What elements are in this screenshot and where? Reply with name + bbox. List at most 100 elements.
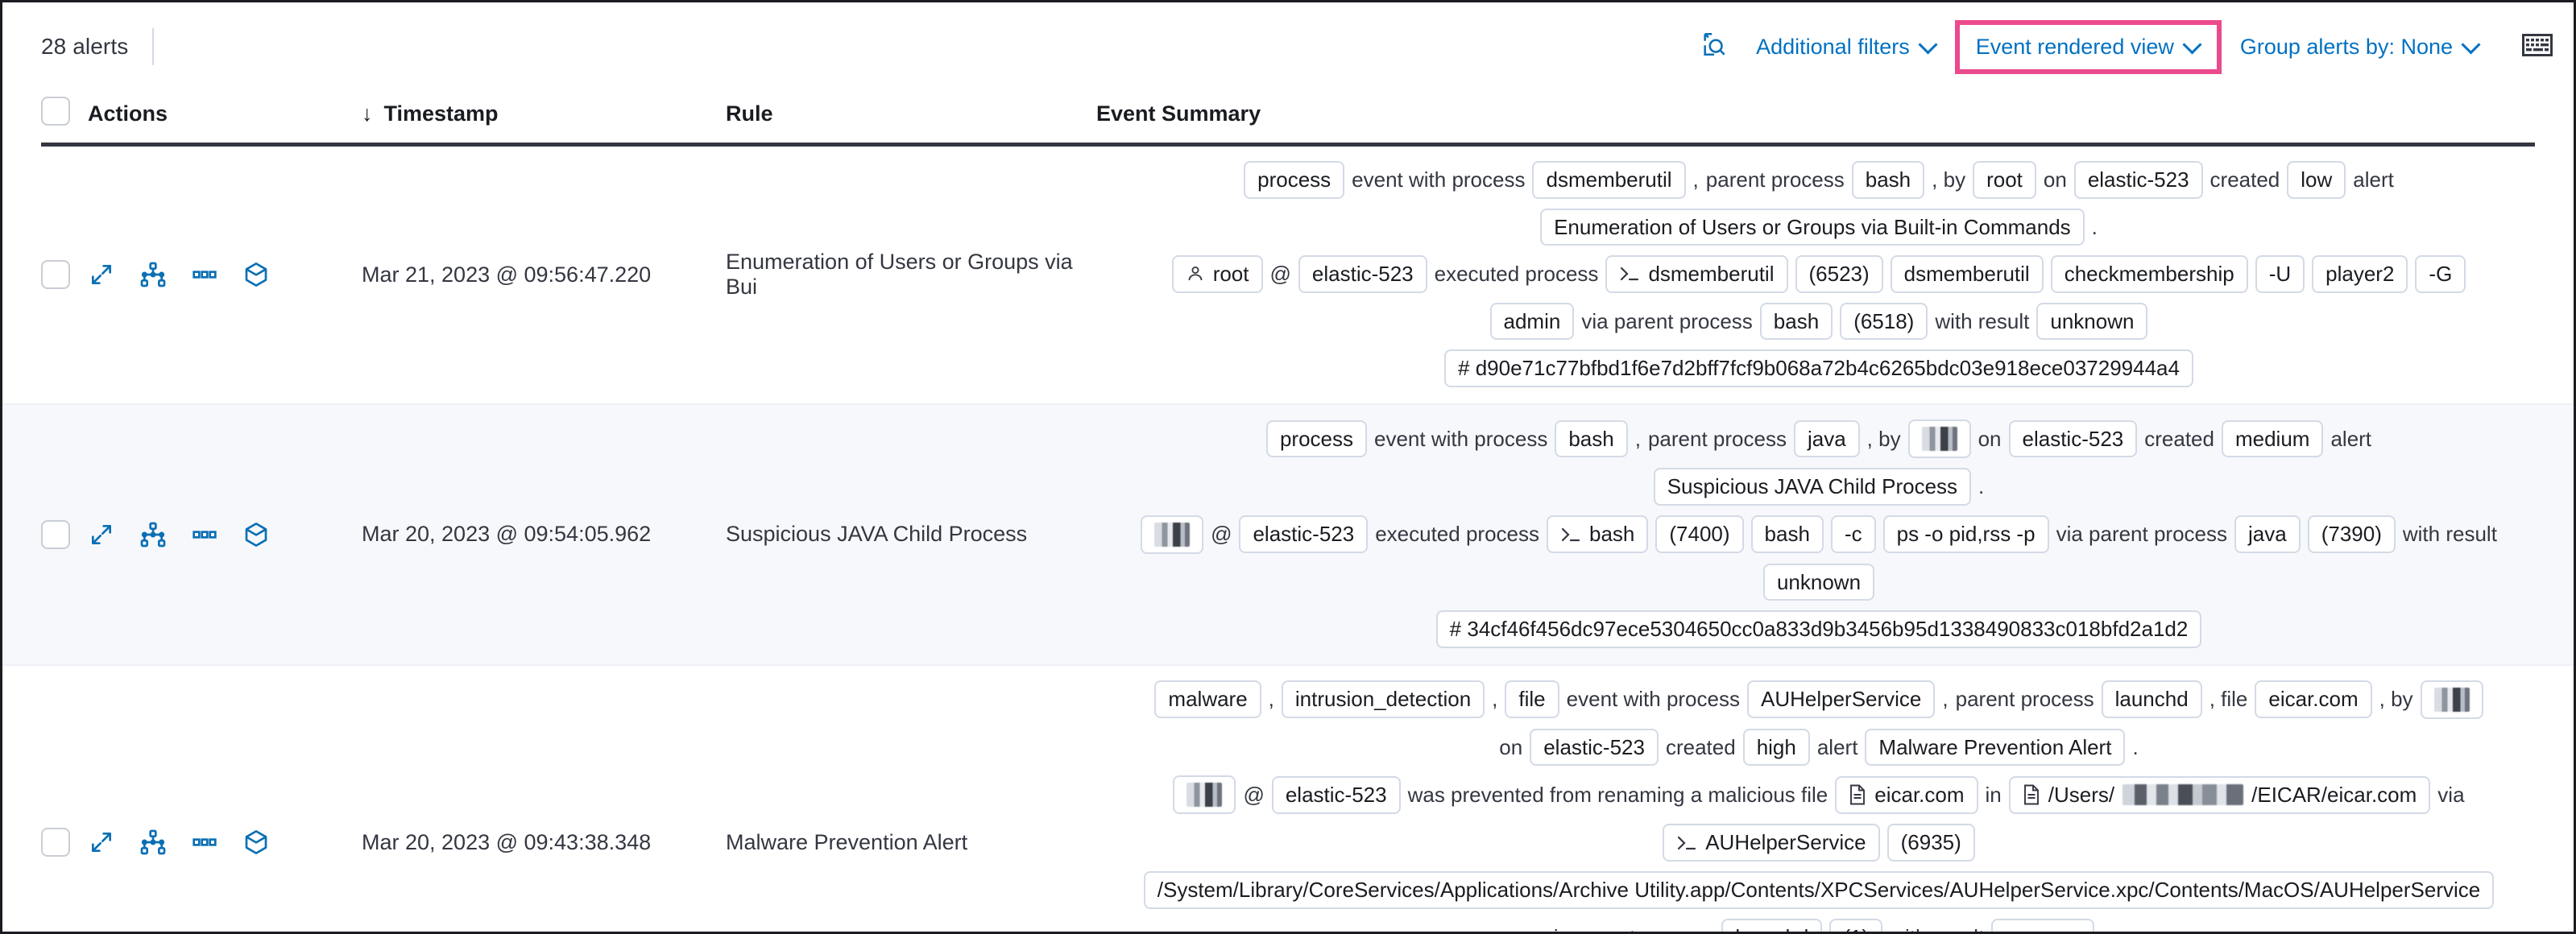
summary-chip[interactable]: success — [1991, 918, 2095, 932]
summary-chip[interactable]: low — [2287, 161, 2346, 199]
summary-chip[interactable]: unknown — [2036, 302, 2148, 341]
column-header-actions[interactable]: Actions — [88, 101, 168, 126]
summary-chip[interactable]: (6518) — [1840, 302, 1928, 341]
summary-chip[interactable]: high — [1742, 728, 1810, 767]
summary-chip[interactable]: Suspicious JAVA Child Process — [1653, 467, 1972, 506]
summary-chip[interactable]: medium — [2221, 419, 2324, 458]
summary-chip[interactable]: elastic-523 — [2073, 161, 2203, 199]
summary-chip[interactable]: elastic-523 — [2008, 419, 2138, 458]
summary-chip[interactable]: root — [1973, 161, 2036, 199]
summary-chip[interactable]: -U — [2255, 255, 2305, 293]
summary-chip-redacted-user[interactable] — [2420, 680, 2483, 719]
column-header-timestamp[interactable]: ↓ Timestamp — [362, 101, 726, 126]
summary-chip[interactable]: unknown — [1762, 563, 1875, 601]
summary-chip[interactable]: launchd — [2101, 680, 2202, 719]
expand-icon[interactable] — [88, 261, 115, 288]
summary-chip[interactable]: checkmembership — [2050, 255, 2248, 293]
expand-icon[interactable] — [88, 829, 115, 856]
more-actions-icon[interactable] — [191, 261, 218, 288]
summary-chip-file[interactable]: eicar.com — [1835, 776, 1978, 814]
summary-text: created — [2144, 426, 2214, 451]
summary-chip[interactable]: dsmemberutil — [1532, 161, 1686, 199]
column-header-rule[interactable]: Rule — [726, 101, 773, 126]
row-rule-name[interactable]: Malware Prevention Alert — [726, 829, 968, 854]
summary-chip[interactable]: (1) — [1829, 918, 1883, 932]
additional-filters-button[interactable]: Additional filters — [1742, 23, 1950, 71]
summary-chip[interactable]: file — [1505, 680, 1559, 719]
summary-chip-process[interactable]: dsmemberutil — [1605, 255, 1788, 293]
summary-chip[interactable]: intrusion_detection — [1281, 680, 1485, 719]
summary-chip[interactable]: ps -o pid,rss -p — [1882, 515, 2049, 553]
summary-chip-redacted-user[interactable] — [1173, 775, 1236, 815]
summary-chip[interactable]: elastic-523 — [1530, 728, 1659, 767]
event-rendered-view-button[interactable]: Event rendered view — [1973, 35, 2204, 60]
more-actions-icon[interactable] — [191, 829, 218, 856]
summary-chip-file-path[interactable]: /Users//EICAR/eicar.com — [2008, 776, 2431, 814]
summary-chip[interactable]: (6935) — [1886, 824, 1975, 862]
summary-chip[interactable]: player2 — [2312, 255, 2408, 293]
summary-chip[interactable]: elastic-523 — [1298, 255, 1427, 293]
summary-text: alert — [2353, 167, 2394, 192]
inspect-query-button[interactable] — [1692, 23, 1742, 72]
summary-chip[interactable]: launchd — [1721, 918, 1823, 932]
summary-chip-hash[interactable]: # d90e71c77bfbd1f6e7d2bff7fcf9b068a72b4c… — [1444, 349, 2193, 387]
expand-icon[interactable] — [88, 521, 115, 548]
session-view-icon[interactable] — [242, 521, 270, 548]
session-view-icon[interactable] — [242, 261, 270, 288]
row-rule-name[interactable]: Suspicious JAVA Child Process — [726, 522, 1028, 547]
summary-chip[interactable]: malware — [1154, 680, 1261, 719]
summary-chip[interactable]: (7390) — [2307, 515, 2396, 553]
analyzer-icon[interactable] — [139, 521, 167, 548]
summary-chip[interactable]: process — [1265, 419, 1368, 458]
analyzer-icon[interactable] — [139, 261, 167, 288]
summary-chip[interactable]: (6523) — [1795, 255, 1883, 293]
column-header-event-summary[interactable]: Event Summary — [1096, 101, 1261, 126]
summary-chip-user[interactable]: root — [1171, 255, 1263, 293]
summary-chip[interactable]: process — [1244, 161, 1345, 199]
summary-chip[interactable]: java — [2234, 515, 2301, 553]
session-view-icon[interactable] — [242, 829, 270, 856]
summary-chip[interactable]: dsmemberutil — [1890, 255, 2044, 293]
summary-chip-redacted-user[interactable] — [1907, 419, 1971, 458]
more-actions-icon[interactable] — [191, 521, 218, 548]
summary-chip[interactable]: bash — [1555, 419, 1628, 458]
analyzer-icon[interactable] — [139, 829, 167, 856]
summary-chip[interactable]: Enumeration of Users or Groups via Built… — [1540, 208, 2085, 246]
row-select-checkbox[interactable] — [41, 519, 70, 549]
keyboard-shortcuts-button[interactable] — [2522, 33, 2553, 61]
redacted-value — [2433, 687, 2470, 712]
table-row[interactable]: Mar 21, 2023 @ 09:56:47.220 Enumeration o… — [2, 147, 2574, 405]
summary-chip[interactable]: admin — [1489, 302, 1575, 341]
summary-chip[interactable]: eicar.com — [2255, 680, 2372, 719]
summary-chip[interactable]: elastic-523 — [1239, 515, 1369, 553]
summary-chip-redacted-user[interactable] — [1141, 515, 1204, 554]
summary-chip-hash[interactable]: # 34cf46f456dc97ece5304650cc0a833d9b3456… — [1435, 610, 2202, 648]
summary-chip[interactable]: elastic-523 — [1271, 776, 1401, 814]
summary-chip[interactable]: Malware Prevention Alert — [1865, 728, 2126, 767]
summary-chip[interactable]: bash — [1851, 161, 1925, 199]
summary-chip-process[interactable]: bash — [1547, 515, 1649, 553]
summary-line: AUHelperService(6935) — [1096, 824, 2541, 862]
summary-chip[interactable]: /System/Library/CoreServices/Application… — [1143, 870, 2495, 909]
row-actions-cell — [88, 521, 362, 548]
row-rule-name[interactable]: Enumeration of Users or Groups via Bui — [726, 250, 1073, 300]
summary-text: via parent process — [1581, 308, 1753, 333]
summary-text: on — [1978, 426, 2002, 451]
row-select-checkbox[interactable] — [41, 260, 70, 290]
row-actions-cell — [88, 261, 362, 288]
redacted-value — [1187, 783, 1223, 808]
group-alerts-by-button[interactable]: Group alerts by: None — [2226, 23, 2493, 71]
summary-chip[interactable]: java — [1793, 419, 1860, 458]
summary-chip[interactable]: AUHelperService — [1746, 680, 1936, 719]
summary-chip[interactable]: -G — [2415, 255, 2466, 293]
summary-chip[interactable]: bash — [1759, 302, 1833, 341]
row-select-checkbox[interactable] — [41, 828, 70, 858]
summary-chip[interactable]: (7400) — [1655, 515, 1744, 553]
summary-chip-process[interactable]: AUHelperService — [1663, 824, 1880, 862]
summary-chip[interactable]: -c — [1830, 515, 1876, 553]
summary-chip[interactable]: bash — [1750, 515, 1824, 553]
select-all-checkbox[interactable] — [41, 96, 70, 126]
row-timestamp: Mar 21, 2023 @ 09:56:47.220 — [362, 262, 652, 287]
